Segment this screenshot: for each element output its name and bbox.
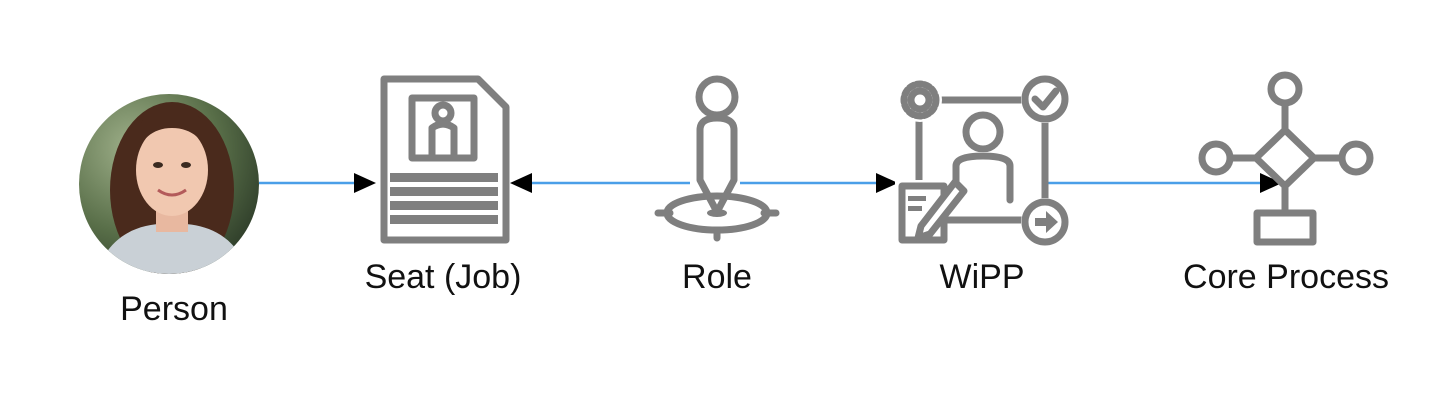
wipp-workflow-icon (895, 75, 1069, 246)
node-label-wipp: WiPP (940, 258, 1025, 296)
node-label-seat: Seat (Job) (365, 258, 522, 296)
arrowhead-into-seat-left (354, 173, 376, 193)
node-label-role: Role (682, 258, 752, 296)
node-label-person: Person (120, 290, 228, 328)
arrowhead-into-core (1260, 173, 1282, 193)
node-label-core: Core Process (1183, 258, 1389, 296)
connectors (259, 173, 1282, 193)
person-photo (79, 94, 259, 274)
arrowhead-into-wipp (876, 173, 898, 193)
node-role[interactable]: Role (654, 75, 780, 296)
seat-document-icon (380, 75, 510, 244)
arrowhead-into-seat-right (510, 173, 532, 193)
node-seat[interactable]: Seat (Job) (365, 75, 522, 296)
core-process-flow-icon (1198, 71, 1374, 246)
node-wipp[interactable]: WiPP (895, 75, 1069, 296)
node-person[interactable]: Person (79, 94, 259, 328)
node-core[interactable]: Core Process (1183, 71, 1389, 296)
role-figure-icon (654, 75, 780, 242)
